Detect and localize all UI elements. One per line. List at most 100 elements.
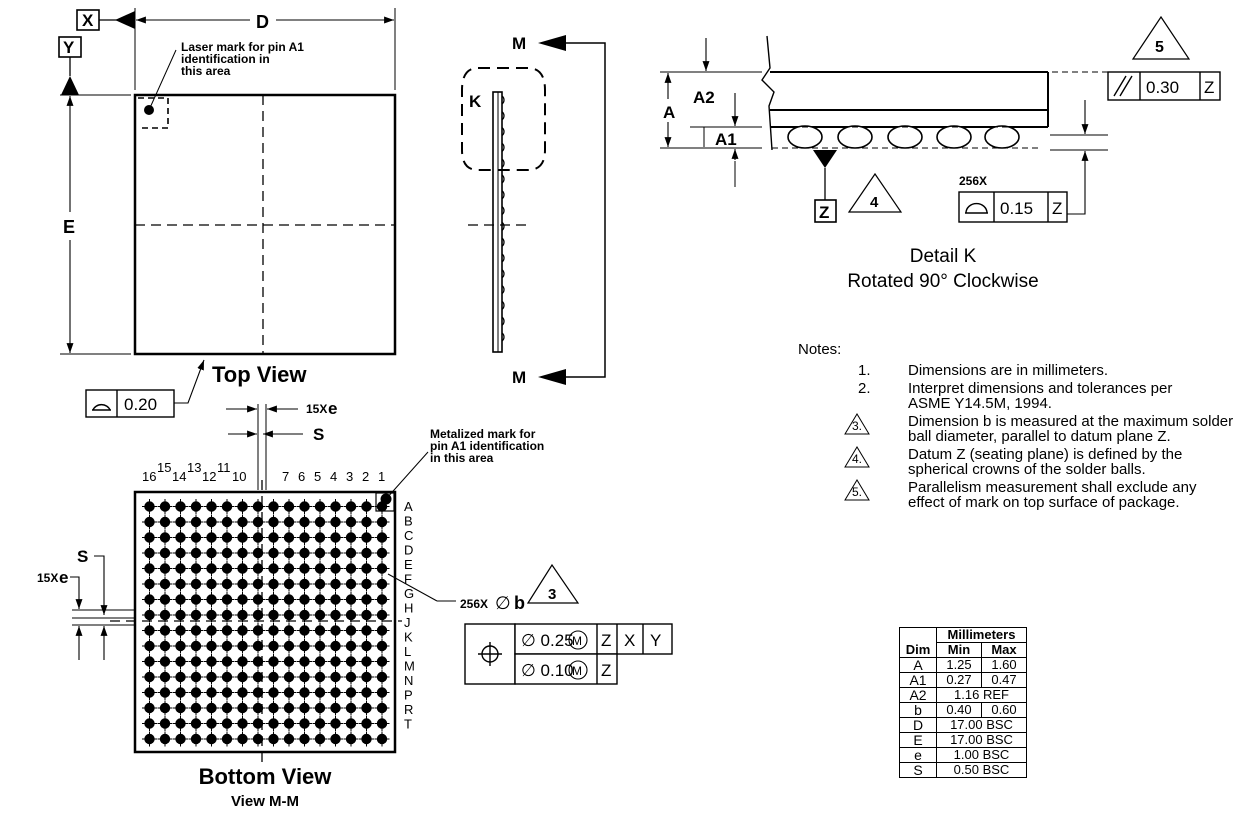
note-5-triangle: [1131, 15, 1191, 60]
flatness-frame: [85, 389, 175, 418]
notes-header: Notes:: [798, 341, 842, 358]
side-ball: [501, 190, 505, 200]
side-ball: [501, 332, 505, 342]
cell-max: 0.47: [981, 672, 1027, 688]
cell-dim: A1: [899, 672, 937, 688]
laser-mark-note-2: identification in: [181, 52, 270, 66]
note-4-triangle-icon: 4.: [844, 446, 870, 468]
datum-z-triangle: [813, 150, 837, 168]
dim-a2-label: A2: [693, 88, 715, 107]
pitch-label-top: 15X: [306, 402, 327, 416]
cell-dim: A: [899, 657, 937, 673]
ball-callout-symbol: ∅: [495, 593, 511, 613]
note-4-text: Datum Z (seating plane) is defined by th…: [908, 446, 1183, 478]
flatness-icon: [92, 404, 111, 411]
row-letter-K: K: [404, 630, 413, 645]
ball-grid: [142, 499, 390, 747]
coplanarity-value: 0.15: [1000, 199, 1033, 218]
datum-y-triangle: [61, 76, 79, 95]
note-1-marker: 1.: [858, 362, 871, 379]
note-4: 4. Datum Z (seating plane) is defined by…: [798, 446, 1236, 478]
note-5: 5. Parallelism measurement shall exclude…: [798, 479, 1236, 511]
dim-a1-label: A1: [715, 130, 737, 149]
row-letter-H: H: [404, 601, 413, 616]
metal-mark-note-2: pin A1 identification: [430, 439, 544, 453]
detail-ball: [837, 125, 873, 149]
note-1-text: Dimensions are in millimeters.: [908, 362, 1109, 379]
row-letter-L: L: [404, 644, 411, 659]
laser-mark-area: [138, 97, 169, 129]
side-ball: [501, 269, 505, 279]
bottom-view-outline: [133, 490, 397, 754]
side-ball: [501, 221, 505, 231]
cell-dim: D: [899, 717, 937, 733]
side-ball: [501, 285, 505, 295]
datum-z-label: Z: [819, 203, 829, 222]
cell-dim: S: [899, 762, 937, 778]
note-4-ref: 4: [870, 194, 879, 211]
cell-merged: 17.00 BSC: [936, 717, 1027, 733]
side-ball: [501, 111, 505, 121]
side-ball: [501, 206, 505, 216]
datum-z-box: [814, 199, 837, 223]
cell-merged: 0.50 BSC: [936, 762, 1027, 778]
pitch-symbol-top: e: [328, 399, 337, 418]
col-num-2: 2: [362, 469, 369, 484]
cell-min: 1.25: [936, 657, 982, 673]
note-3-triangle-icon: 3.: [844, 413, 870, 435]
position-datum-2a: Z: [601, 661, 611, 680]
datum-y-label: Y: [63, 38, 75, 57]
section-arrow-top: [538, 35, 566, 51]
offset-symbol-top: S: [313, 425, 324, 444]
col-num-13: 13: [187, 460, 201, 475]
col-num-16: 16: [142, 469, 156, 484]
note-3: 3. Dimension b is measured at the maximu…: [798, 413, 1236, 444]
note-5-text: Parallelism measurement shall exclude an…: [908, 479, 1197, 511]
note-1: 1. Dimensions are in millimeters.: [798, 363, 1236, 378]
cell-min: 0.40: [936, 702, 982, 718]
coplanarity-datum: Z: [1052, 199, 1062, 218]
detail-k-balls: [787, 125, 1020, 149]
detail-k-title: Detail K: [910, 246, 977, 267]
cell-max: 1.60: [981, 657, 1027, 673]
note-4-triangle: [847, 172, 903, 213]
cell-dim: b: [899, 702, 937, 718]
row-letter-D: D: [404, 543, 413, 558]
side-ball: [501, 95, 505, 105]
row-letter-B: B: [404, 514, 413, 529]
side-view: K M M: [461, 34, 606, 387]
coplanarity-icon: [965, 202, 988, 214]
top-view-title: Top View: [212, 362, 307, 387]
side-ball: [501, 300, 505, 310]
col-num-5: 5: [314, 469, 321, 484]
side-view-balls: [501, 95, 505, 342]
dim-a-label: A: [663, 103, 675, 122]
row-letter-R: R: [404, 702, 413, 717]
dim-d-label: D: [256, 12, 269, 32]
table-header-row-1: Dim Millimeters: [899, 627, 1027, 658]
metal-mark-note-3: in this area: [430, 451, 494, 465]
side-ball: [501, 127, 505, 137]
col-num-6: 6: [298, 469, 305, 484]
position-modifier-1: M: [572, 634, 582, 648]
row-letter-N: N: [404, 673, 413, 688]
col-dim-header: Dim: [899, 627, 937, 658]
metal-mark-note-1: Metalized mark for: [430, 427, 536, 441]
note-3-marker: 3.: [852, 419, 863, 433]
detail-ball: [787, 125, 823, 149]
datum-x-label: X: [82, 11, 94, 30]
note-2-marker: 2.: [858, 380, 871, 397]
position-datum-1c: Y: [650, 631, 661, 650]
cell-merged: 1.16 REF: [936, 687, 1027, 703]
row-letter-P: P: [404, 688, 413, 703]
